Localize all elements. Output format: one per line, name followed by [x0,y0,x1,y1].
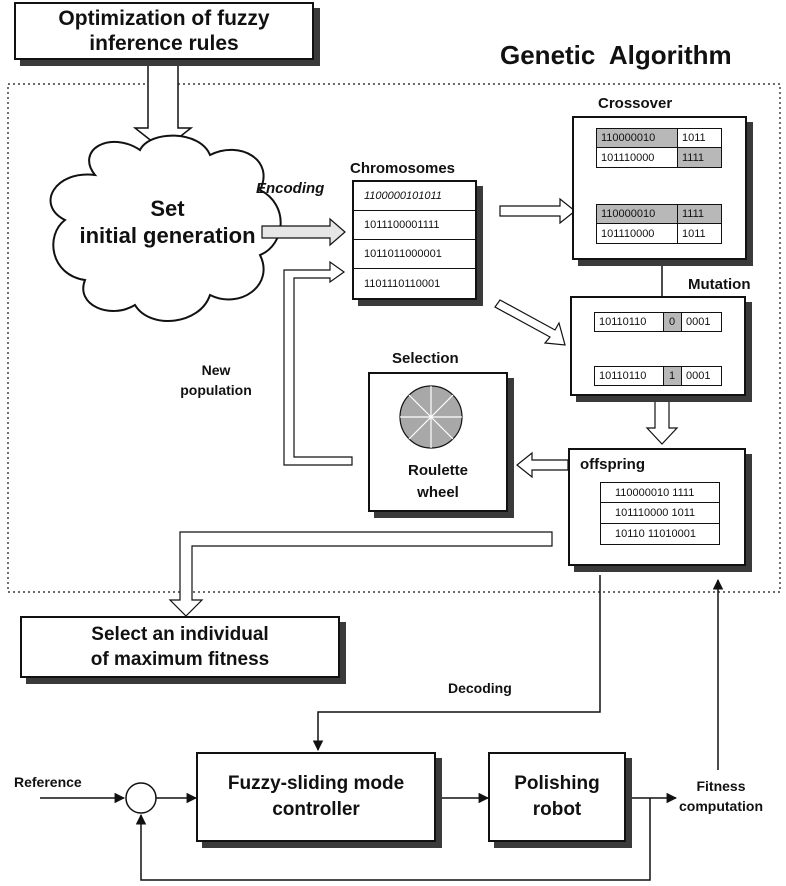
arrow-to-crossover [499,197,576,225]
new-population-line2: population [180,382,252,398]
crossover-cell: 1011 [678,128,722,148]
cloud-line2: initial generation [79,223,256,248]
genetic-algorithm-region [7,83,781,593]
chromosomes-box: 1100000101011 1011100001111 101101100000… [352,180,477,300]
offspring-item: 10110 11010001 [600,524,720,545]
roulette-label: Roulette wheel [370,460,506,504]
encoding-arrow [261,217,346,247]
mutation-bit: 0 [664,312,682,332]
feedback-line [135,798,651,881]
select-individual-box: Select an individual of maximum fitness [20,616,340,678]
controller-line1: Fuzzy-sliding mode [227,773,405,794]
crossover-cell: 101110000 [596,148,678,168]
selection-title: Selection [392,350,459,367]
reference-label: Reference [14,774,82,790]
crossover-title: Crossover [598,95,673,112]
crossover-cell: 110000010 [596,128,678,148]
optimization-line1: Optimization of fuzzy [58,7,270,30]
controller-box: Fuzzy-sliding mode controller [196,752,436,842]
decoding-line [312,575,601,752]
offspring-item: 110000010 1111 [600,482,720,503]
fitness-label: Fitness computation [664,776,778,816]
robot-line1: Polishing [514,773,600,794]
roulette-line1: Roulette [408,462,468,479]
summing-junction [125,782,157,814]
new-population-arrow [283,260,353,466]
arrow-to-mutation [494,299,566,346]
new-population-line1: New [201,362,231,378]
chromosome-item: 1011100001111 [354,211,475,240]
select-line1: Select an individual [91,624,269,645]
crossover-box: 110000010 1011 101110000 1111 110000010 … [572,116,747,260]
optimization-box: Optimization of fuzzy inference rules [14,2,314,60]
chromosome-item: 1100000101011 [354,182,475,211]
cloud-label: Set initial generation [75,195,260,249]
robot-box: Polishing robot [488,752,626,842]
mutation-box: 10110110 0 0001 10110110 1 0001 [570,296,746,396]
crossover-cell: 101110000 [596,224,678,244]
arrow-to-select-best [168,531,553,617]
mutation-cell: 0001 [682,366,722,386]
controller-line2: controller [272,799,360,820]
chromosomes-title: Chromosomes [350,160,456,177]
offspring-title: offspring [580,456,645,473]
crossover-cell: 1111 [678,148,722,168]
arrow-to-selection [516,451,569,479]
offspring-item: 101110000 1011 [600,503,720,524]
crossover-cell: 1011 [678,224,722,244]
encoding-label: Encoding [256,180,325,197]
chromosome-item: 1011011000001 [354,240,475,269]
roulette-wheel-icon [399,385,463,449]
selection-box: Roulette wheel [368,372,508,512]
crossover-cell: 110000010 [596,204,678,224]
crossover-cell: 1111 [678,204,722,224]
decoding-label: Decoding [448,680,512,696]
robot-line2: robot [532,799,582,820]
mutation-cell: 10110110 [594,366,664,386]
genetic-algorithm-title: Genetic Algorithm [500,40,732,70]
new-population-label: New population [166,360,266,400]
chromosome-item: 1101110110001 [364,277,441,290]
cloud-line1: Set [150,196,185,221]
arrow-to-offspring [645,397,679,445]
offspring-box: offspring 110000010 1111 101110000 1011 … [568,448,746,566]
mutation-cell: 0001 [682,312,722,332]
mutation-cell: 10110110 [594,312,664,332]
optimization-line2: inference rules [89,32,239,55]
initial-generation-cloud [49,134,282,322]
fitness-line1: Fitness [696,778,746,794]
select-line2: of maximum fitness [90,649,270,670]
roulette-line2: wheel [417,484,459,501]
mutation-bit: 1 [664,366,682,386]
fitness-line2: computation [679,798,763,814]
mutation-title: Mutation [688,276,751,293]
